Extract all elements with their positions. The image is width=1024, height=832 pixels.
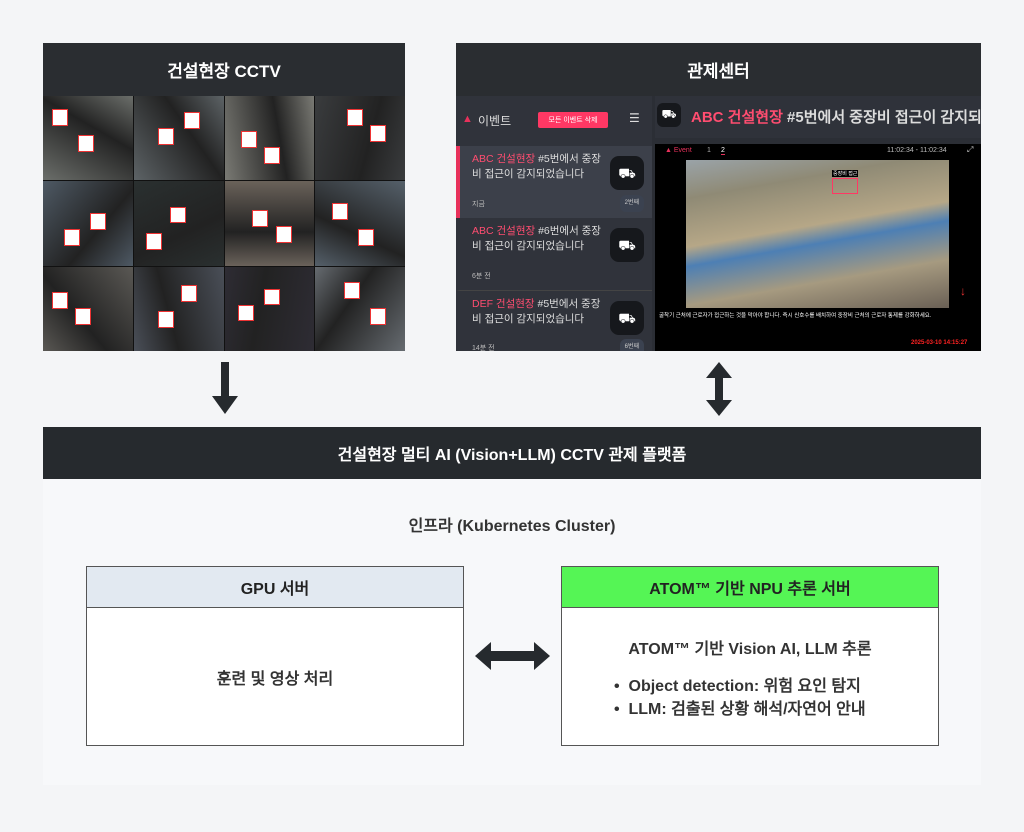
double-arrow-horizontal-icon: [475, 642, 550, 670]
detection-box: [89, 213, 106, 231]
event-tag: 6번째: [619, 339, 644, 351]
cctv-feed: [315, 96, 405, 181]
event-time: 지금: [472, 201, 485, 208]
detection-box: [369, 307, 387, 325]
cctv-feed: [315, 266, 405, 351]
detection-box: [237, 304, 255, 322]
event-item[interactable]: DEF 건설현장 #5번에서 중장비 접근이 감지되었습니다 ⛟ 14분 전 6번째: [456, 290, 652, 351]
gpu-server-title: GPU 서버: [87, 567, 463, 608]
detection-box: [75, 307, 92, 325]
vehicle-warning-icon: ⛟: [657, 103, 681, 127]
cctv-grid: [43, 96, 405, 351]
detection-box: [358, 229, 375, 247]
event-site: ABC 건설현장: [472, 153, 536, 165]
vehicle-warning-icon: ⛟: [610, 156, 644, 190]
detection-box: [332, 203, 349, 221]
cctv-feed: [43, 96, 133, 181]
event-text: #6번에서 중장비 접근이 감지되었습니다: [472, 225, 601, 252]
headline-site: ABC 건설현장: [691, 109, 783, 126]
arrow-down-icon: [212, 362, 238, 414]
detection-label: 중장비 접근: [832, 170, 859, 177]
event-text: #5번에서 중장비 접근이 감지되었습니다: [472, 298, 601, 325]
detection-box: [181, 285, 198, 303]
event-site: ABC 건설현장: [472, 225, 536, 237]
detection-box: [78, 134, 95, 152]
cctv-feed: [224, 181, 315, 266]
cctv-feed: [224, 96, 315, 181]
npu-subtitle: ATOM™ 기반 Vision AI, LLM 추론: [628, 641, 872, 658]
control-center-title: 관제센터: [456, 43, 981, 96]
warning-icon: ▲: [462, 113, 473, 125]
detection-box: [240, 131, 257, 149]
detection-box: [184, 112, 201, 129]
tab-2[interactable]: 2: [721, 147, 725, 155]
tab-event[interactable]: ▲ Event: [665, 147, 692, 154]
npu-server-box: ATOM™ 기반 NPU 추론 서버 ATOM™ 기반 Vision AI, L…: [561, 566, 939, 746]
event-list: ▲ 이벤트 모든 이벤트 삭제 ☰ ABC 건설현장 #5번에서 중장비 접근이…: [456, 96, 652, 351]
detection-box: [169, 206, 186, 224]
gpu-server-body: 훈련 및 영상 처리: [216, 670, 334, 688]
gpu-server-box: GPU 서버 훈련 및 영상 처리: [86, 566, 464, 746]
events-label: 이벤트: [478, 114, 512, 128]
double-arrow-vertical-icon: [706, 362, 732, 416]
detection-box: [832, 178, 858, 194]
event-item[interactable]: ABC 건설현장 #5번에서 중장비 접근이 감지되었습니다 ⛟ 지금 2번째: [456, 146, 652, 218]
event-time: 14분 전: [472, 345, 495, 351]
detection-box: [146, 232, 163, 250]
detection-box: [252, 209, 269, 227]
vehicle-warning-icon: ⛟: [610, 301, 644, 335]
event-site: DEF 건설현장: [472, 298, 535, 310]
detection-box: [157, 128, 175, 145]
headline-text: #5번에서 중장비 접근이 감지되었습: [787, 109, 981, 126]
detection-box: [263, 288, 281, 306]
event-tag: 2번째: [619, 195, 644, 212]
llm-caption: 굴착기 근처에 근로자가 접근하는 것을 막아야 합니다. 즉시 신호수를 배치…: [659, 313, 932, 319]
menu-icon[interactable]: ☰: [629, 111, 640, 125]
event-time: 6분 전: [472, 273, 491, 280]
detection-box: [51, 291, 69, 309]
detection-box: [275, 226, 292, 243]
expand-icon[interactable]: ⤢: [967, 145, 974, 154]
npu-server-title: ATOM™ 기반 NPU 추론 서버: [562, 567, 938, 608]
npu-bullet: • LLM: 검출된 상황 해석/자연어 안내: [614, 701, 866, 718]
cctv-event-image: 중장비 접근: [686, 160, 949, 308]
tab-1[interactable]: 1: [707, 147, 711, 154]
platform-bar: 건설현장 멀티 AI (Vision+LLM) CCTV 관제 플랫폼: [43, 427, 981, 479]
detection-box: [157, 311, 175, 329]
detection-box: [369, 124, 387, 142]
cctv-feed: [133, 96, 224, 181]
vehicle-warning-icon: ⛟: [610, 228, 644, 262]
cctv-feed: [43, 181, 133, 266]
event-text: #5번에서 중장비 접근이 감지되었습니다: [472, 153, 601, 180]
arrow-down-icon: ↓: [960, 284, 966, 298]
control-center-screenshot: ▲ 이벤트 모든 이벤트 삭제 ☰ ABC 건설현장 #5번에서 중장비 접근이…: [456, 96, 981, 351]
detection-box: [263, 147, 281, 165]
event-item[interactable]: ABC 건설현장 #6번에서 중장비 접근이 감지되었습니다 ⛟ 6분 전: [456, 218, 652, 290]
event-viewer: ▲ Event 1 2 11:02:34 - 11:02:34 ⤢ 중장비 접근…: [655, 144, 981, 351]
cctv-feed: [315, 181, 405, 266]
cctv-feed: [133, 181, 224, 266]
detection-box: [63, 229, 80, 247]
cctv-feed: [133, 266, 224, 351]
detection-box: [343, 281, 361, 299]
cctv-feed: [224, 266, 315, 351]
npu-bullet: • Object detection: 위험 요인 탐지: [614, 678, 861, 695]
time-range: 11:02:34 - 11:02:34: [887, 147, 947, 154]
detection-box: [51, 108, 69, 126]
cctv-feed: [43, 266, 133, 351]
detection-box: [346, 108, 363, 126]
timestamp: 2025-03-10 14:15:27: [911, 340, 968, 346]
cctv-panel-title: 건설현장 CCTV: [43, 43, 405, 96]
infra-title: 인프라 (Kubernetes Cluster): [408, 518, 616, 535]
delete-all-events-button[interactable]: 모든 이벤트 삭제: [538, 112, 608, 128]
